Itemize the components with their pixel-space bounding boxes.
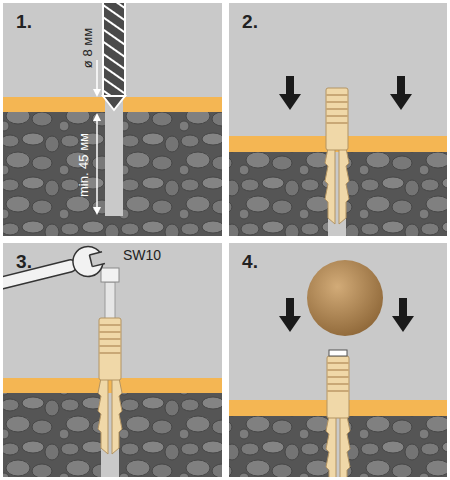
shape-rect (229, 152, 447, 236)
shape-line (89, 255, 92, 267)
panel-drilling (3, 0, 222, 236)
step-number: 1. (16, 12, 32, 33)
push-arrow (390, 76, 412, 110)
screw-head (329, 350, 347, 356)
dowel (325, 88, 349, 224)
wrench (0, 242, 110, 299)
shape-line (89, 252, 102, 255)
shape-rect (105, 97, 123, 216)
hex-head (101, 268, 119, 282)
shape-path (103, 96, 125, 110)
push-arrow (279, 298, 301, 332)
wrench-size: SW10 (123, 248, 161, 263)
shape-rect (0, 259, 78, 291)
dowel (326, 356, 350, 480)
step-number: 3. (16, 252, 32, 273)
shape-rect (105, 282, 115, 322)
diameter-label: ø 8 мм (81, 28, 95, 68)
step-number: 4. (242, 252, 258, 273)
shape-rect (89, 251, 107, 267)
step-number: 2. (242, 12, 258, 33)
shape-rect (229, 3, 447, 236)
shape-path (93, 89, 101, 97)
shape-path (93, 207, 101, 215)
shape-rect (103, 0, 125, 96)
push-arrow (279, 76, 301, 110)
shape-line (96, 60, 98, 94)
drill-bit (103, 0, 125, 110)
dimension-line (93, 60, 101, 215)
shape-path (93, 113, 101, 121)
shape-line (96, 116, 98, 212)
push-arrow (392, 298, 414, 332)
depth-label: min. 45 мм (77, 133, 91, 197)
ball-cap (307, 260, 383, 336)
panel-insert-dowel (229, 3, 447, 236)
panel-cap (229, 243, 447, 480)
shape-rect (0, 236, 450, 243)
shape-line (92, 263, 105, 266)
panel-screw (0, 242, 222, 477)
shape-rect (229, 416, 447, 477)
dowel (98, 318, 122, 454)
